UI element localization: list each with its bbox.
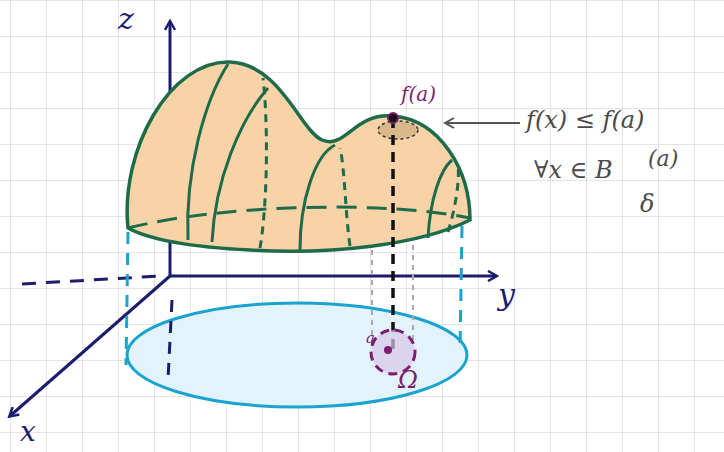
annotation-note: f(x) ≤ f(a) — [526, 108, 644, 132]
surface-back-edge — [128, 207, 470, 228]
annotation-arrow — [446, 122, 520, 124]
axis-label: z — [118, 4, 134, 34]
annotation-note: ∀x ∈ B — [534, 158, 613, 182]
region-label: Ω — [398, 368, 418, 392]
point-label: f(a) — [401, 84, 436, 104]
projection-line — [126, 232, 128, 365]
max-drop-line — [391, 118, 395, 352]
surface — [127, 62, 470, 251]
y-axis — [170, 275, 496, 278]
point-label: a — [366, 331, 375, 346]
axis-label: x — [20, 418, 36, 446]
z-axis-hidden — [168, 300, 172, 380]
ball-patch — [378, 121, 418, 139]
annotation-note: (a) — [648, 148, 678, 170]
axis-label: y — [498, 280, 515, 310]
cross-sections — [188, 64, 459, 250]
projection-line — [460, 226, 462, 350]
annotation-note: δ — [640, 192, 654, 216]
max-point — [388, 113, 398, 123]
point-a — [384, 346, 392, 354]
x-axis — [10, 276, 170, 416]
axis-extension — [22, 276, 160, 284]
domain-ellipse — [127, 303, 467, 407]
